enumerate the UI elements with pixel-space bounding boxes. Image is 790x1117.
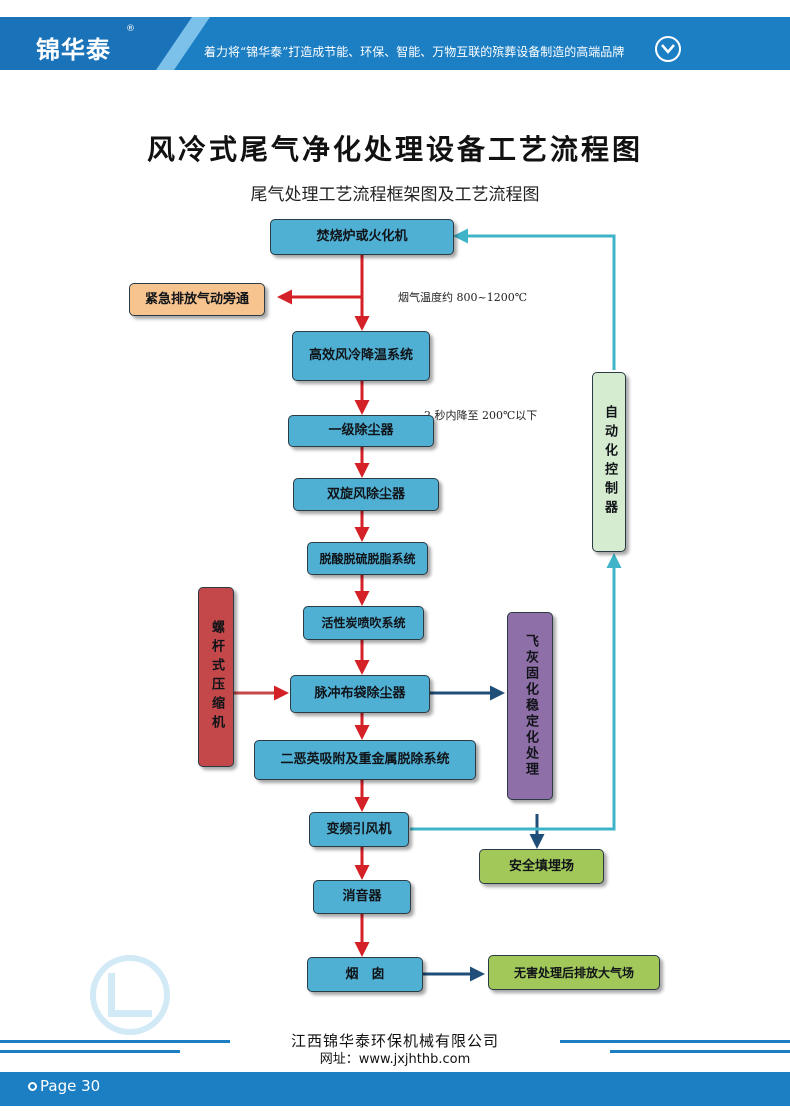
box-fly-ash: 飞灰固化稳定化处理 [507, 612, 553, 800]
box-chimney: 烟 囱 [307, 957, 423, 992]
box-auto-controller: 自动化控制器 [592, 372, 626, 552]
arrow-fan-auto [410, 553, 622, 831]
box-discharge: 无害处理后排放大气场 [488, 955, 660, 990]
page-number: Page 30 [40, 1077, 101, 1095]
company-website: 网址：www.jxjhthb.com [319, 1052, 471, 1067]
box-bypass: 紧急排放气动旁通 [129, 283, 265, 316]
footer-line-right-2 [610, 1050, 790, 1053]
box-activated-carbon: 活性炭喷吹系统 [303, 606, 424, 640]
slogan: 着力将“锦华泰”打造成节能、环保、智能、万物互联的殡葬设备制造的高端品牌 [204, 45, 625, 59]
box-screw-compressor: 螺杆式压缩机 [198, 587, 234, 767]
header-top [0, 0, 790, 16]
box-induced-fan: 变频引风机 [309, 812, 409, 847]
page-bullet-icon [28, 1082, 37, 1091]
box-dust-collector-1: 一级除尘器 [288, 415, 434, 447]
page-subtitle: 尾气处理工艺流程框架图及工艺流程图 [250, 185, 540, 205]
box-muffler: 消音器 [313, 880, 411, 914]
box-cooling: 高效风冷降温系统 [292, 331, 430, 381]
arrow-auto-incinerator [453, 228, 616, 370]
footer-line-right [560, 1040, 790, 1043]
box-desulfurization: 脱酸脱硫脱脂系统 [307, 542, 428, 575]
box-dioxin-removal: 二恶英吸附及重金属脱除系统 [254, 740, 476, 780]
chevron-down-icon[interactable] [655, 36, 681, 62]
box-cyclone: 双旋风除尘器 [293, 478, 439, 511]
logo: 锦华泰 [36, 36, 111, 64]
box-landfill: 安全填埋场 [479, 849, 604, 884]
box-bag-filter: 脉冲布袋除尘器 [290, 675, 430, 713]
registered-mark: ® [126, 24, 135, 34]
decorative-corner [108, 973, 152, 1017]
footer-band [0, 1072, 790, 1106]
temperature-note: 烟气温度约 800~1200℃ [398, 291, 528, 304]
company-name: 江西锦华泰环保机械有限公司 [290, 1032, 499, 1050]
decorative-circle [90, 955, 170, 1035]
footer-line-left [0, 1040, 230, 1043]
cooling-note: 2 秒内降至 200℃以下 [424, 409, 538, 422]
box-incinerator: 焚烧炉或火化机 [270, 219, 454, 255]
footer-line-left-2 [0, 1050, 180, 1053]
page-title: 风冷式尾气净化处理设备工艺流程图 [146, 133, 643, 166]
